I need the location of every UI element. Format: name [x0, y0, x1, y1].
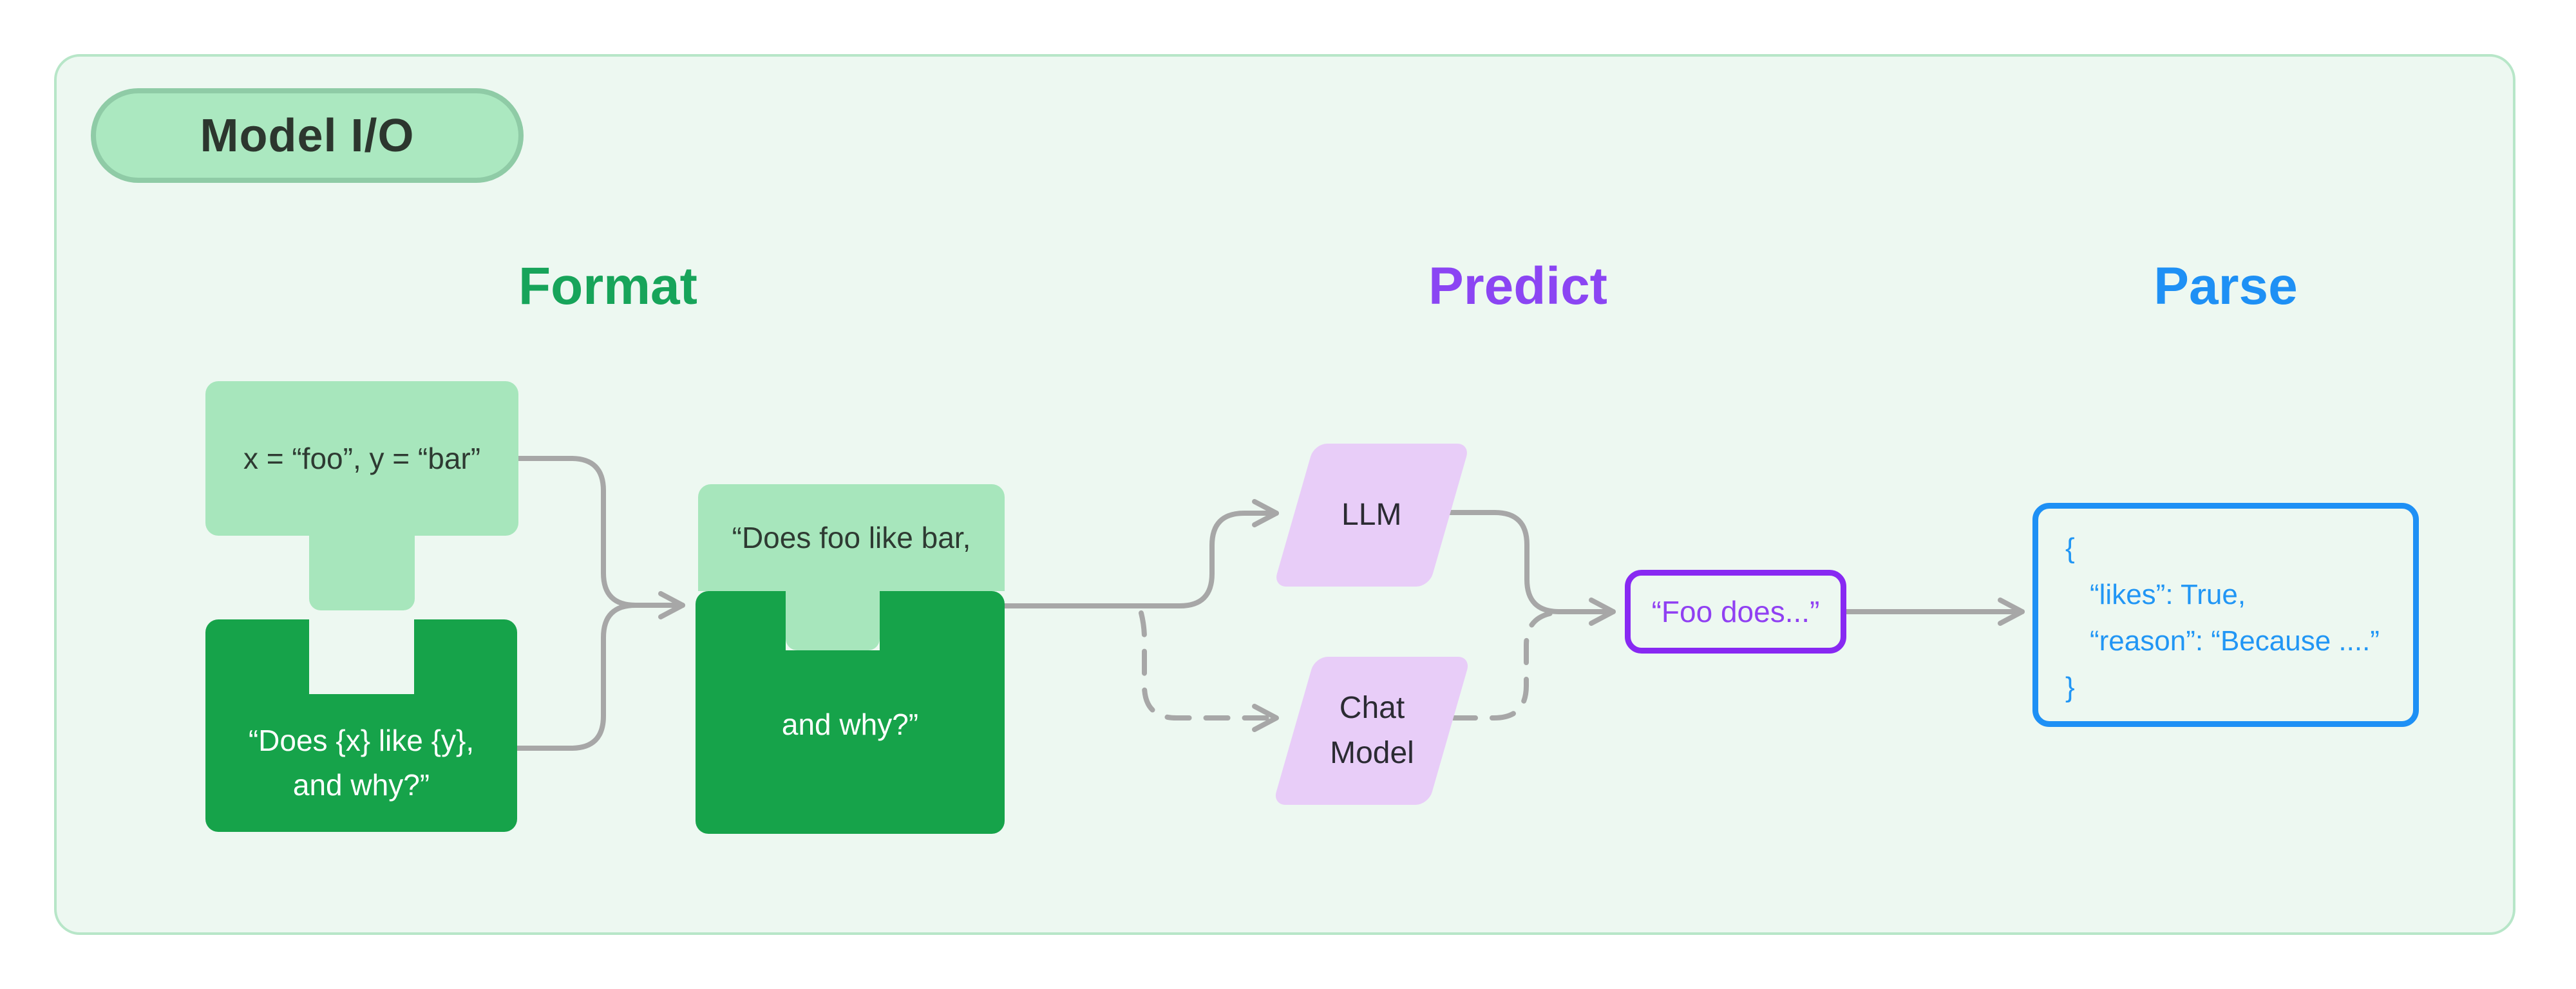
parsed-output-line: { [2065, 532, 2075, 564]
completion-label: “Foo does...” [1651, 595, 1820, 628]
template-piece-label: “Does {x} like {y}, and why?” [248, 724, 475, 802]
model-io-badge-label: Model I/O [200, 109, 415, 162]
predict-heading: Predict [1428, 257, 1607, 316]
parsed-output-node: { “likes”: True, “reason”: “Because ....… [2032, 503, 2419, 727]
chat-model-label: Chat Model [1329, 691, 1414, 770]
variables-piece-label: x = “foo”, y = “bar” [243, 441, 481, 475]
completion-node: “Foo does...” [1625, 570, 1846, 654]
formatted-prompt-top [698, 484, 1005, 591]
template-piece-shoulder-left [205, 619, 309, 697]
formatted-prompt-tab [786, 591, 880, 650]
formatted-prompt-shoulder-right [880, 591, 1005, 653]
template-piece-body [205, 694, 517, 832]
parsed-output-line: “reason”: “Because ....” [2090, 625, 2380, 657]
variables-piece-body [205, 381, 518, 536]
formatted-prompt-line1: “Does foo like bar, [732, 520, 971, 554]
parse-heading: Parse [2154, 257, 2298, 316]
model-io-badge: Model I/O [91, 88, 524, 183]
format-heading: Format [518, 257, 697, 316]
variables-piece-tab [309, 528, 415, 610]
parsed-output-line: } [2065, 672, 2075, 703]
llm-label: LLM [1341, 498, 1402, 532]
formatted-prompt-body [696, 650, 1005, 834]
parsed-output-line: “likes”: True, [2090, 579, 2246, 610]
template-piece-shoulder-right [414, 619, 517, 697]
formatted-prompt-shoulder-left [696, 591, 786, 653]
formatted-prompt-line2: and why?” [781, 707, 919, 741]
